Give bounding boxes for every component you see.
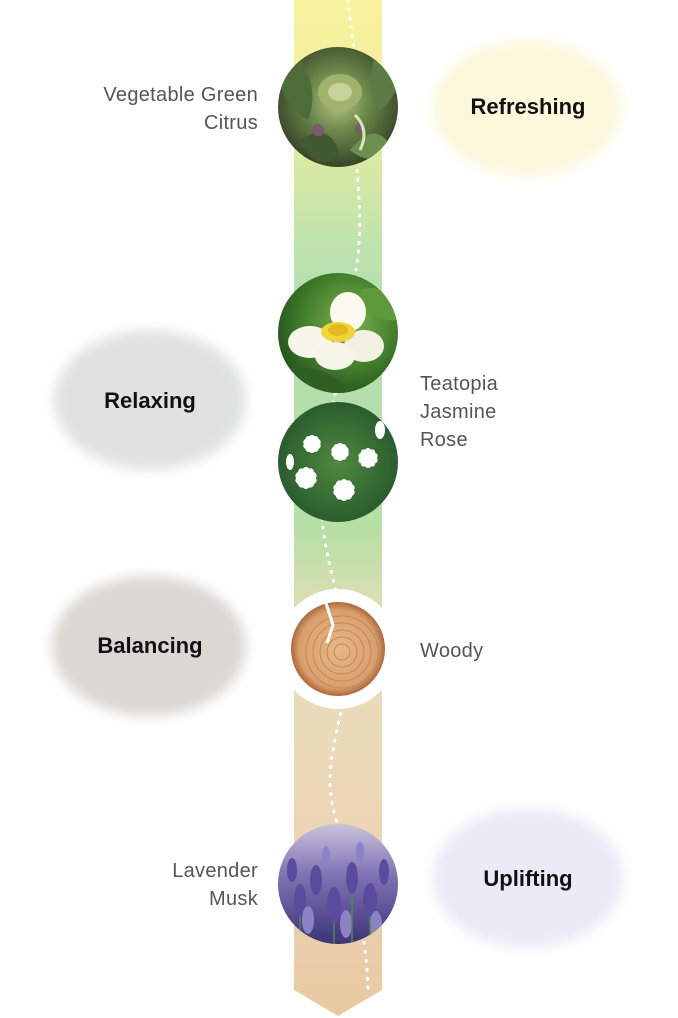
notes-relaxing: Teatopia Jasmine Rose xyxy=(420,370,498,454)
notes-refreshing: Vegetable Green Citrus xyxy=(103,81,258,137)
note-jasmine: Jasmine xyxy=(420,401,497,423)
mood-label-relaxing: Relaxing xyxy=(104,388,196,413)
note-musk: Musk xyxy=(209,888,258,910)
note-vegetable-green: Vegetable Green xyxy=(103,84,258,106)
note-citrus: Citrus xyxy=(203,112,258,134)
tea-flower-image xyxy=(278,273,398,393)
mood-blob-uplifting xyxy=(432,808,624,948)
lavender-field-image xyxy=(278,824,398,944)
note-woody: Woody xyxy=(420,640,484,662)
note-rose: Rose xyxy=(420,429,468,451)
note-lavender: Lavender xyxy=(172,860,258,882)
mood-label-uplifting: Uplifting xyxy=(483,866,573,891)
mood-blob-refreshing xyxy=(432,40,622,176)
note-teatopia: Teatopia xyxy=(420,373,499,395)
mood-label-balancing: Balancing xyxy=(97,633,203,658)
notes-balancing: Woody xyxy=(420,637,483,665)
vegetable-cabbage-image xyxy=(278,47,398,167)
jasmine-image xyxy=(278,402,398,522)
mood-blob-relaxing xyxy=(54,330,246,470)
mood-label-refreshing: Refreshing xyxy=(470,94,586,119)
notes-uplifting: Lavender Musk xyxy=(172,857,258,913)
mood-blob-balancing xyxy=(52,576,246,716)
wood-slice-image xyxy=(278,589,398,709)
